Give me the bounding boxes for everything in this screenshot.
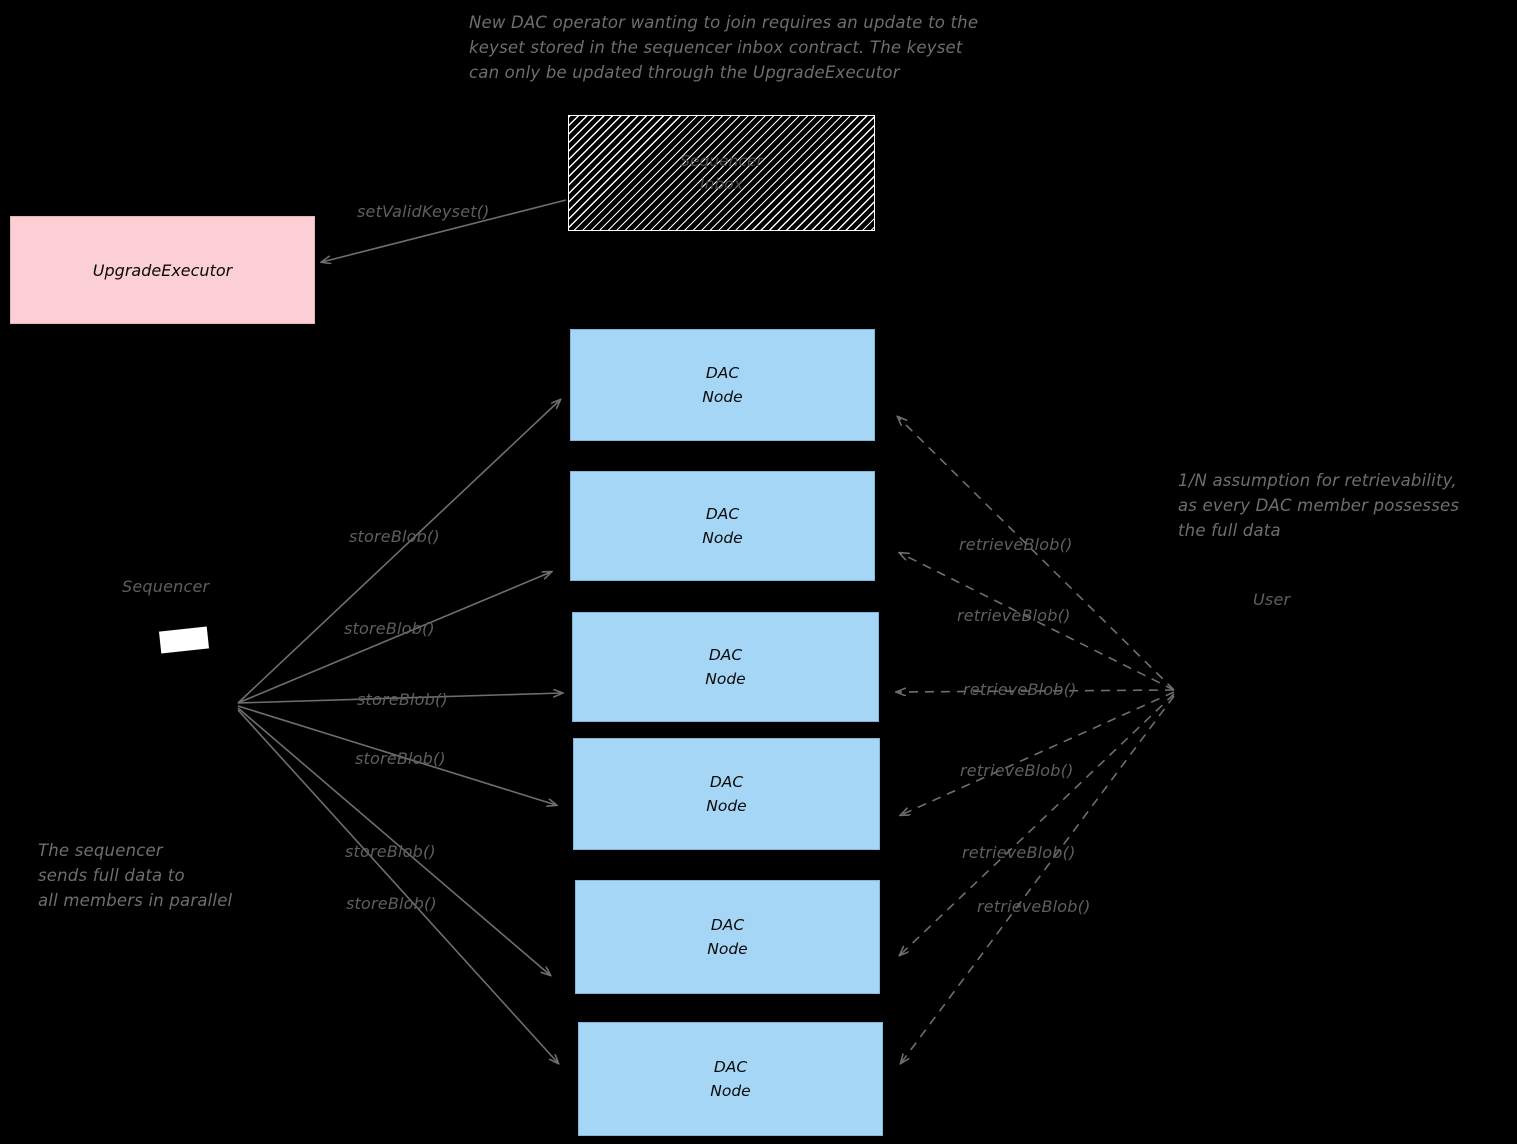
dac-node-4-line1: DAC xyxy=(709,772,744,791)
edge-label-retrieveblob-3: retrieveBlob() xyxy=(963,680,1077,699)
dac-node-2-line1: DAC xyxy=(705,504,740,523)
edge-label-storeblob-6: storeBlob() xyxy=(346,894,437,913)
box-dac-node-4[interactable]: DAC Node xyxy=(573,738,880,850)
box-dac-node-5[interactable]: DAC Node xyxy=(575,880,880,994)
dac-node-6-line1: DAC xyxy=(713,1057,748,1076)
edge-label-storeblob-5: storeBlob() xyxy=(345,842,436,861)
box-upgrade-executor-label: UpgradeExecutor xyxy=(92,260,233,280)
note-keyset-update: New DAC operator wanting to join require… xyxy=(469,13,979,83)
box-upgrade-executor[interactable]: UpgradeExecutor xyxy=(10,216,315,324)
dac-node-3-line1: DAC xyxy=(708,645,743,664)
dac-node-3-line2: Node xyxy=(705,670,746,688)
edge-label-setvalidkeyset: setValidKeyset() xyxy=(357,202,490,221)
edge-retrieveblob-4 xyxy=(901,691,1175,815)
box-dac-node-1[interactable]: DAC Node xyxy=(570,329,875,441)
box-sequencer-inbox-label: Sequencer Inbox xyxy=(680,151,763,193)
edge-label-storeblob-1: storeBlob() xyxy=(349,527,440,546)
dac-node-6-line2: Node xyxy=(710,1082,751,1100)
edge-label-storeblob-4: storeBlob() xyxy=(355,749,446,768)
edge-storeblob-1 xyxy=(237,400,560,704)
edge-label-retrieveblob-1: retrieveBlob() xyxy=(959,535,1073,554)
edge-label-retrieveblob-4: retrieveBlob() xyxy=(960,761,1074,780)
sequencer-icon xyxy=(158,626,210,654)
actor-label-user: User xyxy=(1253,590,1291,609)
edge-label-retrieveblob-2: retrieveBlob() xyxy=(957,606,1071,625)
note-sequencer-parallel: The sequencer sends full data to all mem… xyxy=(38,841,233,911)
dac-node-1-line2: Node xyxy=(702,388,743,406)
box-sequencer-inbox[interactable]: Sequencer Inbox xyxy=(568,115,875,231)
dac-node-1-line1: DAC xyxy=(705,363,740,382)
edge-label-retrieveblob-5: retrieveBlob() xyxy=(962,843,1076,862)
dac-node-5-line1: DAC xyxy=(710,915,745,934)
dac-node-2-line2: Node xyxy=(702,529,743,547)
box-dac-node-6[interactable]: DAC Node xyxy=(578,1022,883,1136)
edge-label-storeblob-2: storeBlob() xyxy=(344,619,435,638)
box-dac-node-3[interactable]: DAC Node xyxy=(572,612,879,722)
note-retrievability: 1/N assumption for retrievability, as ev… xyxy=(1178,471,1460,541)
actor-label-sequencer: Sequencer xyxy=(122,577,210,596)
edge-label-storeblob-3: storeBlob() xyxy=(357,690,448,709)
edge-retrieveblob-6 xyxy=(901,695,1175,1063)
edge-label-retrieveblob-6: retrieveBlob() xyxy=(977,897,1091,916)
dac-node-5-line2: Node xyxy=(707,940,748,958)
dac-node-4-line2: Node xyxy=(706,797,747,815)
box-dac-node-2[interactable]: DAC Node xyxy=(570,471,875,581)
